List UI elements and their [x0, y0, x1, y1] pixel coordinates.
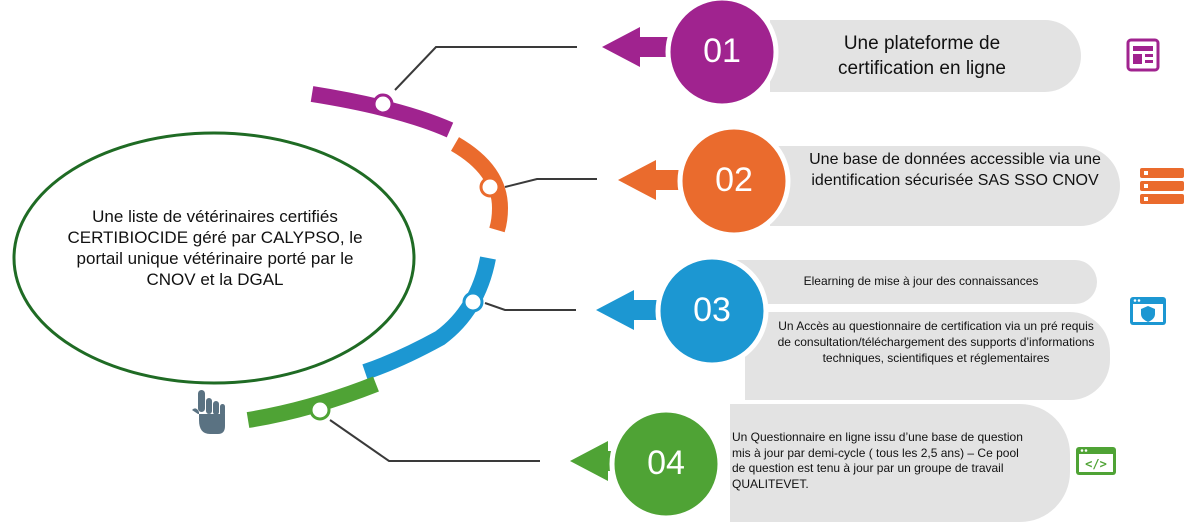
svg-text:</>: </>	[1085, 457, 1107, 471]
center-text: Une liste de vétérinaires certifiés CERT…	[67, 207, 363, 289]
arc-knob-01	[372, 93, 394, 115]
number-circle-03	[655, 254, 769, 368]
connector-01	[394, 46, 577, 91]
connector-03	[484, 302, 576, 311]
item-text-01: Une plateforme de certification en ligne	[838, 33, 1006, 79]
number-circle-02	[677, 124, 791, 238]
arc-segment-02	[450, 137, 509, 233]
item-text-04: Un Questionnaire en ligne issu d’une bas…	[732, 430, 1023, 491]
hand-pointer-icon	[192, 390, 225, 434]
item-number-01: 01	[703, 32, 741, 70]
connector-04	[329, 419, 540, 462]
browser-shield-icon	[1130, 297, 1166, 325]
arrow-01	[602, 27, 680, 67]
code-window-icon: </>	[1076, 447, 1116, 475]
bubble-03-bottom	[745, 312, 1110, 400]
connector-02	[504, 178, 597, 188]
center-ellipse	[12, 131, 416, 385]
item-number-03: 03	[693, 291, 731, 329]
arc-knob-04	[309, 399, 331, 421]
newspaper-icon	[1126, 38, 1160, 72]
item-text-03b: Un Accès au questionnaire de certificati…	[777, 319, 1095, 365]
item-text-02: Une base de données accessible via une i…	[809, 151, 1101, 189]
connectors	[329, 46, 597, 462]
number-circle-01	[665, 0, 779, 109]
bubble-04	[730, 404, 1070, 522]
bubble-03-top	[736, 260, 1097, 304]
number-circle-04	[609, 407, 723, 521]
bubble-02	[770, 146, 1120, 226]
arc-knob-02	[479, 176, 501, 198]
bubble-01	[770, 20, 1081, 92]
arc-knob-03	[462, 291, 484, 313]
item-number-04: 04	[647, 444, 685, 482]
item-number-02: 02	[715, 161, 753, 199]
arc-segment-03	[362, 256, 496, 380]
arrow-02	[618, 160, 696, 200]
arrow-03	[596, 290, 674, 330]
server-rack-icon	[1140, 168, 1184, 204]
item-text-03a: Elearning de mise à jour des connaissanc…	[803, 274, 1039, 288]
